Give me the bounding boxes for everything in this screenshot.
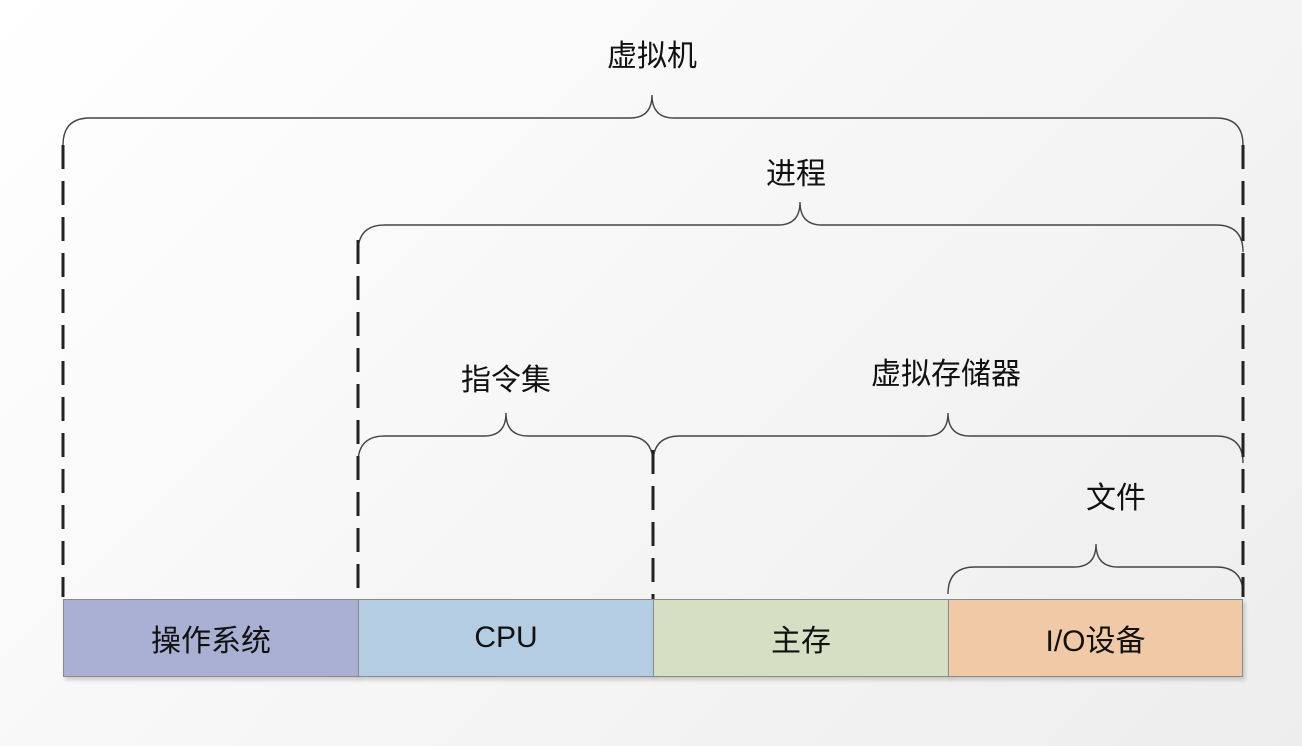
io-devices-box-label: I/O设备 [1045, 625, 1146, 658]
main-memory-box: 主存 [653, 599, 949, 677]
files-label: 文件 [1086, 481, 1146, 516]
cpu-box: CPU [358, 599, 654, 677]
io-devices-box: I/O设备 [948, 599, 1243, 677]
isa-brace [357, 412, 654, 464]
process-label: 进程 [766, 157, 826, 192]
virtual-memory-brace [652, 412, 1244, 464]
os-box: 操作系统 [63, 599, 359, 677]
isa-label: 指令集 [461, 363, 551, 398]
os-box-label: 操作系统 [151, 624, 271, 659]
process-brace [357, 201, 1244, 253]
files-brace [947, 543, 1244, 595]
vm-brace [62, 94, 1244, 146]
cpu-box-label: CPU [474, 621, 538, 654]
main-memory-box-label: 主存 [771, 624, 831, 659]
virtual-memory-label: 虚拟存储器 [871, 357, 1021, 392]
vm-label: 虚拟机 [607, 39, 697, 74]
